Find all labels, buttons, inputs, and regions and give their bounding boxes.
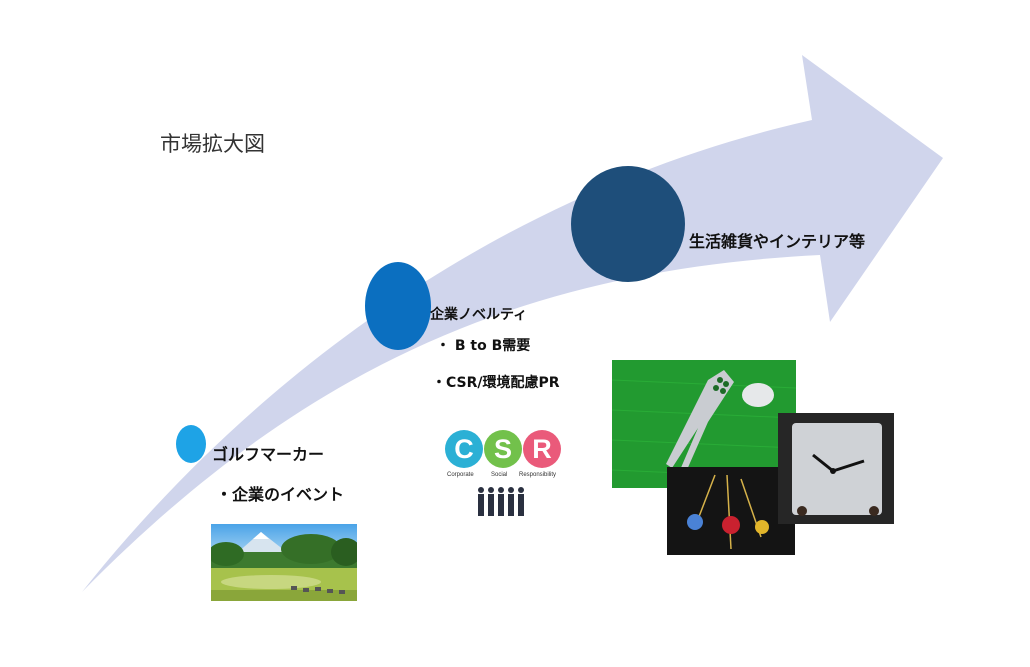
metal-clock-photo <box>778 413 894 524</box>
csr-letter-r: R <box>523 430 561 468</box>
decorative-picks-photo <box>667 467 795 555</box>
stage1-heading: ゴルフマーカー <box>212 441 324 465</box>
csr-sub-responsibility: Responsibility <box>519 472 556 478</box>
csr-letter-c: C <box>445 430 483 468</box>
stage2-marker <box>365 262 431 350</box>
stage3-heading: 生活雑貨やインテリア等 <box>689 228 865 252</box>
diagram-title: 市場拡大図 <box>160 128 265 158</box>
stage1-detail: ・企業のイベント <box>216 481 344 505</box>
stage2-detail-csr: ・CSR/環境配慮PR <box>432 372 560 392</box>
people-figures <box>476 486 528 518</box>
stage2-heading: 企業ノベルティ <box>430 304 527 324</box>
csr-sub-social: Social <box>491 472 507 478</box>
stage3-marker <box>571 166 685 282</box>
stage2-detail-btob: ・ B to B需要 <box>436 335 530 355</box>
csr-logo-image: C S R Corporate Social Responsibility <box>431 420 569 523</box>
csr-sub-corporate: Corporate <box>447 472 474 478</box>
golf-course-photo <box>211 524 357 601</box>
stage1-marker <box>176 425 206 463</box>
csr-letter-s: S <box>484 430 522 468</box>
